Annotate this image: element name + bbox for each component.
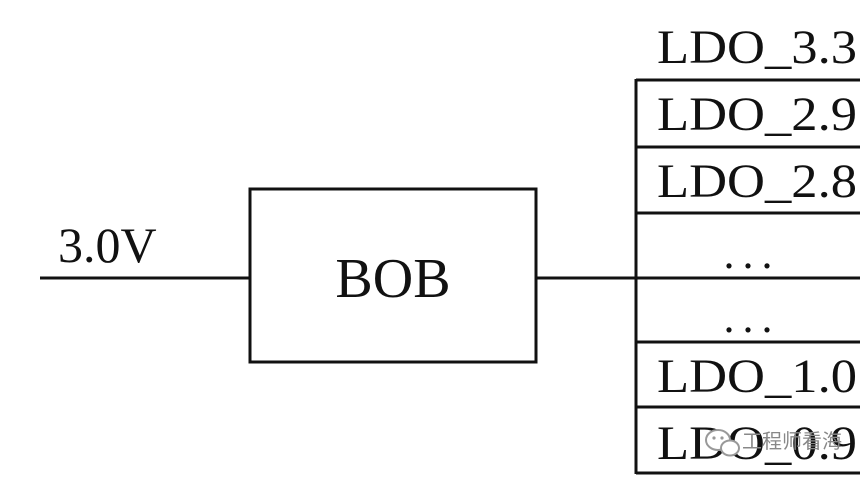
output-label-ellipsis: ...	[724, 229, 781, 278]
input-voltage-label: 3.0V	[58, 217, 157, 273]
watermark-text: 工程师看海	[742, 429, 842, 453]
wechat-icon	[705, 429, 740, 457]
bob-block-label: BOB	[335, 248, 450, 310]
output-label-ldo-3-3: LDO_3.3	[657, 21, 857, 74]
output-label-ellipsis: ...	[724, 293, 781, 342]
output-label-ldo-1-0: LDO_1.0	[657, 350, 857, 403]
output-label-ldo-2-9: LDO_2.9	[657, 88, 857, 141]
output-label-ldo-0-9: LDO_0.9	[657, 417, 857, 470]
bob-block	[248, 187, 538, 364]
output-label-ldo-2-8: LDO_2.8	[657, 155, 857, 208]
